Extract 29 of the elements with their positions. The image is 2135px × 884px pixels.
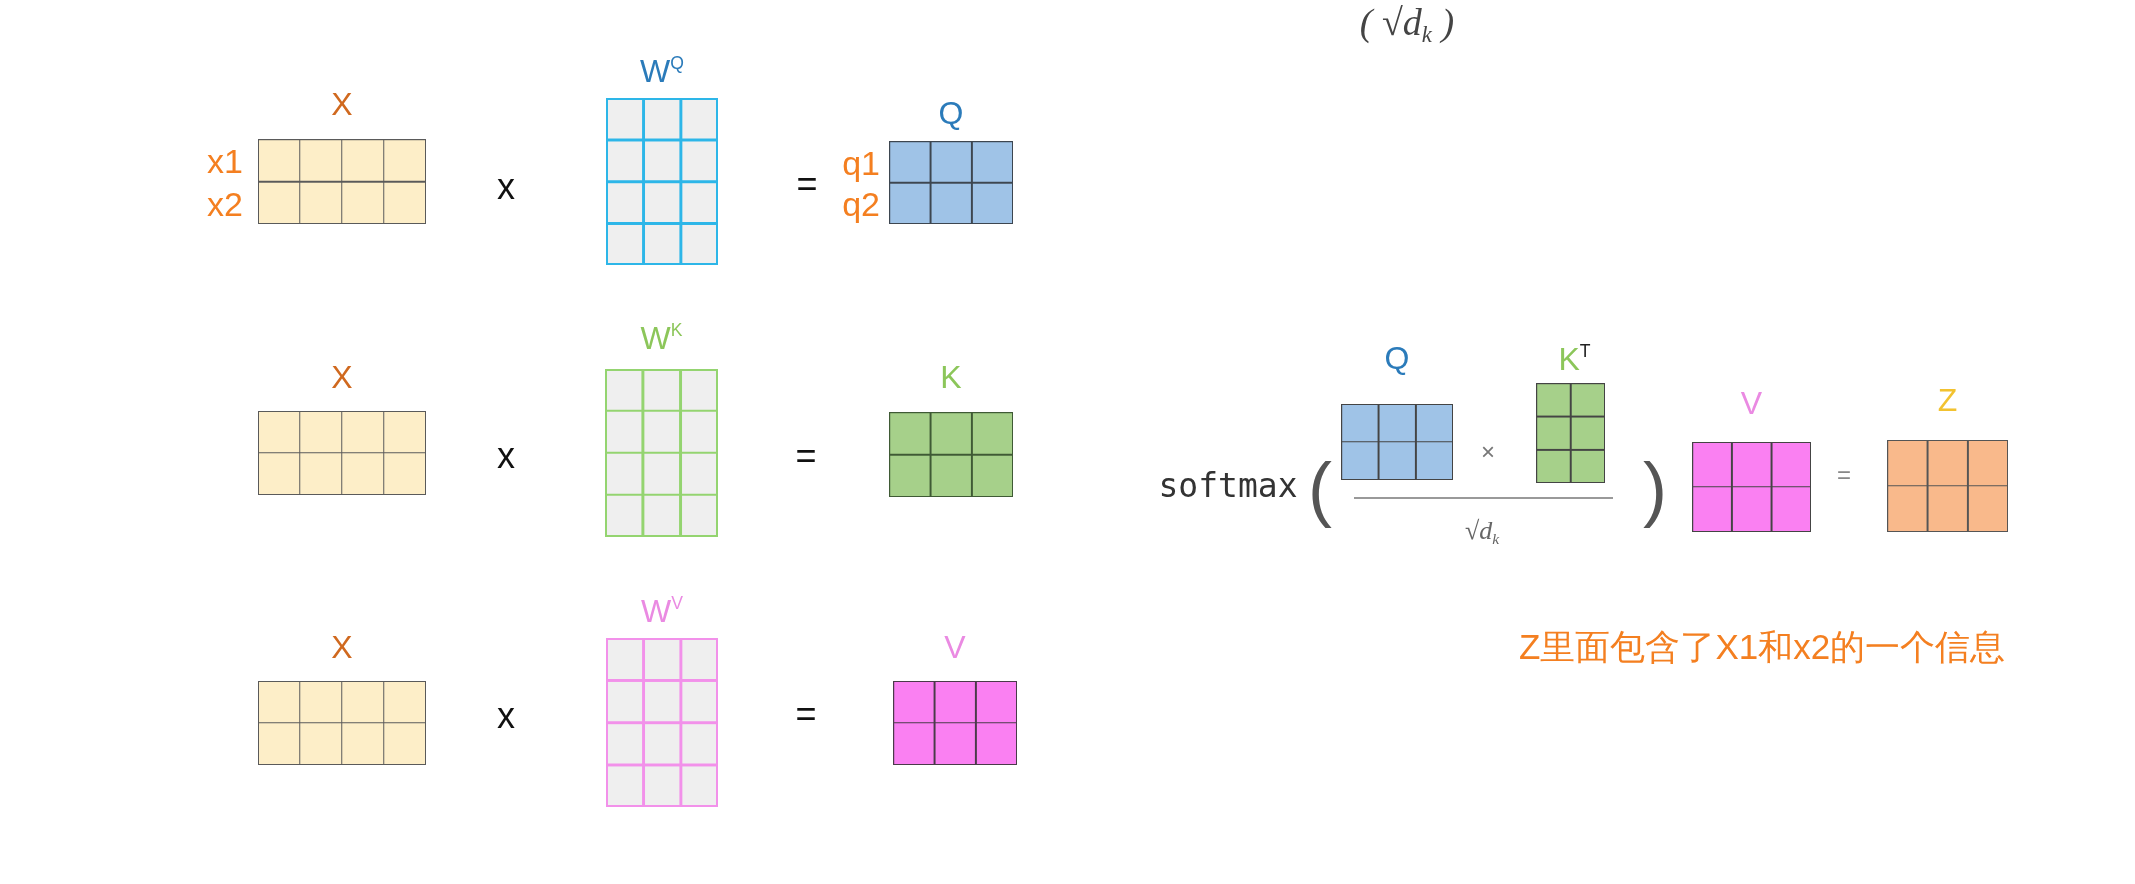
- matrix-label: Q: [938, 96, 964, 130]
- note: Z里面包含了X1和x2的一个信息: [1519, 628, 2006, 664]
- matrix-label: W$^{K}$: [640, 321, 683, 355]
- operator: =: [796, 166, 818, 202]
- row-label: x2: [207, 185, 243, 222]
- formula: √d$_{k}$: [1464, 518, 1500, 544]
- row-label: x1: [207, 143, 243, 180]
- matrix-label: X: [331, 630, 353, 664]
- row-label: q1: [842, 144, 880, 181]
- matrix-label: Q: [1384, 341, 1410, 375]
- matrix-label: X: [331, 360, 353, 394]
- matrix-label: V: [1740, 386, 1763, 420]
- matrix-label: Z: [1937, 383, 1958, 417]
- operator: x: [497, 438, 515, 474]
- matrix-label: W$^{Q}$: [640, 54, 684, 88]
- matrix-label: K: [940, 360, 962, 394]
- operator: =: [1837, 463, 1851, 487]
- row-label: q2: [842, 186, 880, 223]
- matrix-label: W$^{V}$: [641, 594, 683, 628]
- formula: ( √d$_{k}$ ): [1359, 3, 1455, 41]
- operator: =: [795, 696, 817, 732]
- operator: =: [795, 438, 817, 474]
- matrix-label: X: [331, 87, 353, 121]
- operator: ×: [1481, 440, 1495, 464]
- operator: x: [497, 169, 515, 205]
- matrix-label: V: [944, 630, 966, 664]
- matrix-label: K$^{T}$: [1558, 342, 1591, 376]
- function-name: softmax: [1158, 468, 1298, 502]
- operator: x: [497, 698, 515, 734]
